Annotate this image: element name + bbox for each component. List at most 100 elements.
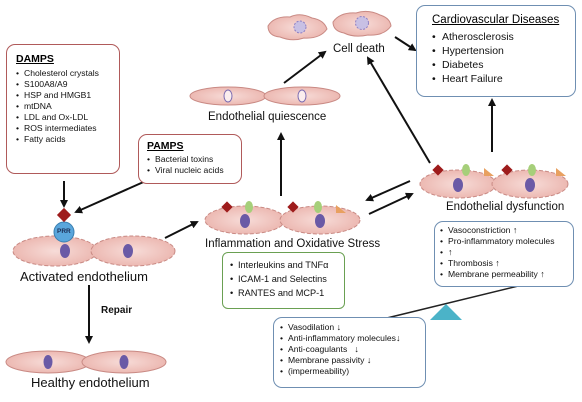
ligand-marker — [56, 207, 72, 223]
list-item: Bacterial toxins — [147, 154, 235, 165]
balance-fulcrum — [430, 304, 462, 320]
cell-nucleus — [453, 178, 463, 192]
down-arrow-icon: ↓ — [395, 333, 401, 343]
damps-box: DAMPS Cholesterol crystals S100A8/A9 HSP… — [6, 44, 120, 174]
healthy-cells — [5, 350, 167, 374]
fragmented-nucleus — [293, 20, 307, 34]
inflammation-label: Inflammation and Oxidative Stress — [205, 238, 381, 250]
adhesion-marker — [314, 201, 322, 213]
list-item: RANTES and MCP-1 — [230, 286, 340, 300]
inflammation-cells — [204, 201, 361, 235]
up-arrow-icon: ↑ — [495, 258, 500, 268]
effect-text: Membrane permeability — [448, 269, 538, 279]
activated-cells — [12, 207, 176, 267]
list-item: (impermeability) — [280, 366, 422, 377]
cell-nucleus — [123, 244, 133, 258]
activated-label: Activated endothelium — [20, 269, 148, 284]
list-item: Cholesterol crystals — [16, 68, 113, 79]
arrow-dysfunction-to-celldeath — [366, 56, 431, 164]
list-item: Hypertension — [432, 44, 569, 58]
adhesion-marker — [528, 164, 536, 176]
dysfunction-cells — [419, 164, 569, 199]
adhesion-marker — [462, 164, 470, 176]
effect-text: Anti-inflammatory molecules — [288, 333, 396, 343]
effect-text: Pro-inflammatory molecules — [448, 236, 555, 246]
dysfunction-effects-box: Vasoconstriction ↑ Pro-inflammatory mole… — [434, 221, 574, 287]
repair-label: Repair — [101, 305, 133, 316]
damps-title: DAMPS — [16, 53, 54, 65]
cell-nucleus — [119, 355, 129, 369]
danger-marker — [287, 201, 299, 213]
list-item: Pro-inflammatory molecules — [440, 236, 570, 247]
arrow-quiescence-to-cell-death — [283, 50, 327, 84]
list-item: Diabetes — [432, 58, 569, 72]
cell-nucleus — [525, 178, 535, 192]
fragmented-nucleus — [355, 16, 369, 30]
cell-nucleus — [240, 214, 250, 228]
list-item: ICAM-1 and Selectins — [230, 272, 340, 286]
cvd-list: Atherosclerosis Hypertension Diabetes He… — [432, 30, 569, 86]
arrows — [60, 36, 496, 344]
cell-nucleus — [315, 214, 325, 228]
cvd-title: Cardiovascular Diseases — [432, 14, 560, 26]
receptor-marker — [484, 168, 494, 176]
cell-death-label: Cell death — [333, 43, 385, 55]
cell-nucleus — [297, 89, 307, 103]
up-arrow-icon: ↑ — [540, 269, 545, 279]
danger-marker — [221, 201, 233, 213]
down-arrow-icon: ↓ — [366, 355, 372, 365]
list-item: Anti-inflammatory molecules↓ — [280, 333, 422, 344]
list-item: S100A8/A9 — [16, 79, 113, 90]
healthy-effects-box: Vasodilation ↓ Anti-inflammatory molecul… — [273, 317, 426, 388]
effect-text: (impermeability) — [288, 366, 350, 376]
dead-cells — [267, 10, 392, 41]
quiescent-cells — [189, 86, 341, 106]
mediators-box: Interleukins and TNFα ICAM-1 and Selecti… — [222, 252, 345, 309]
cell-nucleus — [223, 89, 233, 103]
list-item: ROS intermediates — [16, 123, 113, 134]
arrow-dysfunction-to-inflammation — [365, 180, 411, 202]
healthy-label: Healthy endothelium — [31, 375, 150, 390]
healthy-effects-list: Vasodilation ↓ Anti-inflammatory molecul… — [280, 322, 422, 377]
receptor-marker — [336, 205, 346, 213]
list-item: Anti-coagulants ↓ — [280, 344, 422, 355]
quiescence-label: Endothelial quiescence — [208, 111, 327, 123]
list-item: Vasodilation ↓ — [280, 322, 422, 333]
down-arrow-icon: ↓ — [336, 322, 342, 332]
down-arrow-icon: ↓ — [354, 344, 359, 354]
list-item: Membrane passivity ↓ — [280, 355, 422, 366]
list-item: Interleukins and TNFα — [230, 258, 340, 272]
arrow-activated-to-inflammation — [164, 221, 199, 239]
effect-text: Anti-coagulants — [288, 344, 348, 354]
effect-text: Vasodilation — [288, 322, 335, 332]
effect-text: Membrane passivity — [288, 355, 365, 365]
arrow-pamps-to-prr — [74, 179, 149, 214]
cell-nucleus — [43, 355, 53, 369]
effect-text: Thrombosis — [448, 258, 493, 268]
danger-marker — [432, 164, 444, 176]
up-arrow-icon: ↑ — [448, 247, 453, 257]
list-item: mtDNA — [16, 101, 113, 112]
danger-marker — [501, 164, 513, 176]
cvd-box: Cardiovascular Diseases Atherosclerosis … — [416, 5, 576, 97]
pamps-box: PAMPS Bacterial toxins Viral nucleic aci… — [138, 134, 242, 184]
adhesion-marker — [245, 201, 253, 213]
dysfunction-effects-list: Vasoconstriction ↑ Pro-inflammatory mole… — [440, 225, 570, 280]
list-item: ↑ — [440, 247, 570, 258]
arrow-celldeath-to-cvd — [394, 36, 417, 52]
prr-label: PRR — [57, 228, 71, 235]
effect-text: Vasoconstriction — [448, 225, 511, 235]
list-item: Fatty acids — [16, 134, 113, 145]
arrow-inflammation-to-dysfunction — [368, 192, 414, 215]
endothelial-cell — [12, 235, 98, 267]
list-item: Atherosclerosis — [432, 30, 569, 44]
pamps-title: PAMPS — [147, 140, 184, 152]
list-item: Thrombosis ↑ — [440, 258, 570, 269]
list-item: Membrane permeability ↑ — [440, 269, 570, 280]
list-item: HSP and HMGB1 — [16, 90, 113, 101]
list-item: Viral nucleic acids — [147, 165, 235, 176]
receptor-marker — [556, 168, 566, 176]
cell-nucleus — [60, 244, 70, 258]
